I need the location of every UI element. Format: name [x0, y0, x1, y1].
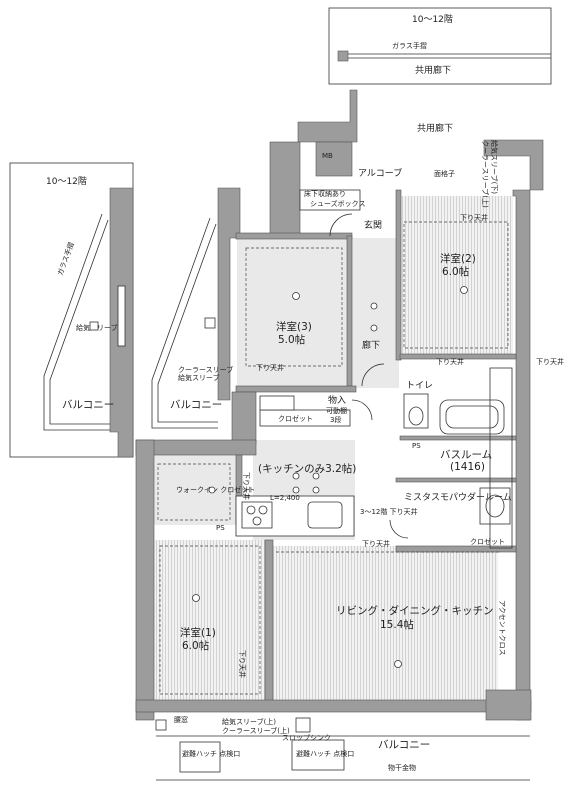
western1-name: 洋室(1) [180, 626, 216, 639]
supply-mid-label: 給気スリーブ [178, 373, 220, 382]
western2-name: 洋室(2) [440, 252, 476, 265]
shoes-label: シューズボックス [310, 199, 365, 208]
toilet-label: トイレ [406, 381, 433, 391]
entrance-label: 玄関 [364, 219, 382, 231]
storage-shelf: 3段 [330, 415, 341, 424]
left-inset-glass: ガラス手摺 [55, 241, 75, 277]
walkin-label: ウォークイン クロゼット [176, 485, 255, 494]
cooler-top-label: クーラースリーブ(上) [481, 140, 490, 208]
western3-size: 5.0帖 [278, 333, 306, 346]
hardware-label: 物干金物 [388, 763, 416, 772]
sleeve-mid-label: クーラースリーブ [178, 365, 233, 374]
western1-size: 6.0帖 [182, 639, 210, 652]
l-dim-label: L=2,400 [270, 494, 300, 502]
hatch2-label: 避難ハッチ 点検口 [296, 749, 354, 758]
top-inset-corridor: 共用廊下 [415, 64, 451, 76]
top-inset-floors: 10〜12階 [412, 14, 453, 25]
mid-balcony-label: バルコニー [170, 399, 222, 411]
lowered-label-w3: 下り天井 [256, 363, 284, 372]
lowered-label-w2: 下り天井 [460, 213, 488, 222]
bottom-balcony-label: バルコニー [378, 739, 430, 751]
top-inset-rail: ガラス手摺 [392, 41, 427, 50]
lowered-label-w1: 下り天井 [238, 650, 247, 678]
top-inset: 10〜12階 ガラス手摺 共用廊下 [328, 7, 552, 85]
ldk-size: 15.4帖 [380, 618, 414, 631]
bottom-balcony [156, 735, 530, 781]
kitchen-label: (キッチンのみ3.2帖) [258, 462, 356, 475]
plan-walls [135, 89, 544, 721]
closet-label-powder: クロゼット [470, 537, 505, 546]
lowered-label-ldk: 下り天井 [362, 539, 390, 548]
alcove-label: アルコーブ [358, 167, 402, 179]
mb-label: MB [322, 152, 333, 160]
sleeve-top-label: 給気スリーブ(下) [490, 140, 499, 194]
ldk-name: リビング・ダイニング・キッチン [336, 604, 494, 617]
plan-fixtures [155, 189, 511, 773]
storage-sign-label: 床下収納あり [304, 189, 346, 198]
ps-label-kitchen: PS [216, 524, 225, 532]
light-fixtures [192, 286, 468, 668]
lowered-floors-label: 3〜12階 下り天井 [360, 507, 418, 516]
slope-label: スロップシンク [282, 734, 331, 742]
accent-label: アクセントクロス [498, 600, 506, 656]
corridor-label: 共用廊下 [417, 122, 453, 134]
plan-dashed [159, 221, 513, 695]
bath-size: (1416) [450, 461, 485, 473]
closet-label-w3: クロゼット [278, 414, 313, 423]
western2-size: 6.0帖 [442, 265, 470, 278]
window-label: 腰窓 [174, 715, 188, 724]
storage-note: 可動棚 [326, 406, 347, 415]
lowered-label-right: 下り天井 [536, 357, 564, 366]
mid-balcony [151, 217, 218, 429]
hatch1-label: 避難ハッチ 点検口 [182, 749, 240, 758]
left-inset-floors: 10〜12階 [46, 176, 87, 187]
ps-label-bath: PS [412, 442, 421, 450]
cooler-bottom-label: クーラースリーブ(上) [222, 726, 290, 735]
grille-label: 面格子 [434, 169, 455, 178]
plan-labels: 共用廊下 アルコーブ MB 面格子 給気スリーブ(下) クーラースリーブ(上) … [170, 122, 564, 772]
western3-name: 洋室(3) [276, 320, 312, 333]
supply-bottom-label: 給気スリーブ(上) [222, 717, 276, 726]
powder-label: ミスタスモパウダールーム [404, 491, 512, 503]
hall-label: 廊下 [362, 339, 380, 351]
left-inset-balcony: バルコニー [62, 399, 114, 411]
lowered-label-bath: 下り天井 [436, 357, 464, 366]
lowered-label-kitchen: 下り天井 [242, 472, 251, 500]
storage-name: 物入 [328, 394, 346, 406]
left-inset: 10〜12階 給気スリーブ ガラス手摺 バルコニー [9, 162, 134, 458]
bath-name: バスルーム [440, 449, 492, 461]
